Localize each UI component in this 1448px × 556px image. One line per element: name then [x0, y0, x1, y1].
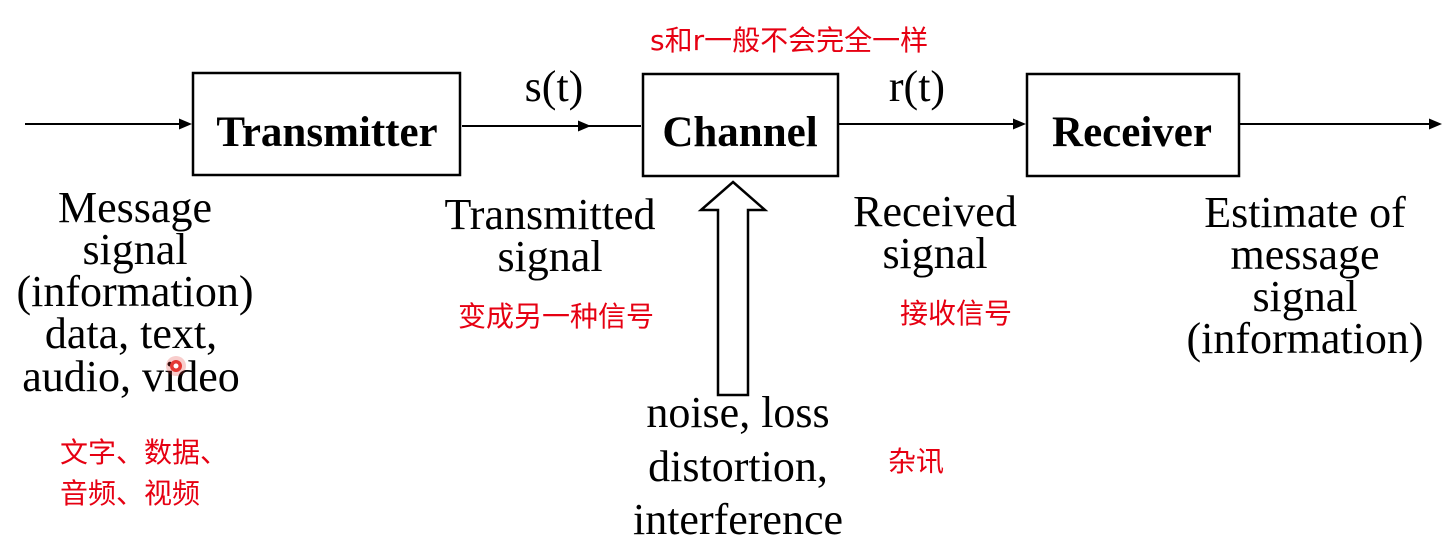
annotation-transmitted: 变成另一种信号 [458, 300, 654, 333]
received-line: signal [882, 229, 987, 278]
signal-r-label: r(t) [889, 62, 945, 111]
input-arrow [25, 118, 192, 130]
annotation-received: 接收信号 [900, 297, 1012, 330]
estimate-line: signal [1252, 272, 1357, 321]
transmitted-signal-arrow [462, 120, 641, 132]
transmitter-block: Transmitter [191, 71, 462, 177]
estimate-line: message [1230, 230, 1379, 279]
estimate-signal-label: Estimate of message signal (information) [1186, 188, 1423, 363]
noise-line: noise, loss [646, 388, 829, 437]
message-line: data, text, [45, 309, 217, 358]
transmitted-line: signal [497, 232, 602, 281]
message-line: Message [58, 183, 212, 232]
noise-input-arrow [697, 180, 769, 397]
output-arrow [1240, 118, 1442, 130]
annotation-top: s和r一般不会完全一样 [650, 24, 928, 57]
annotation-message-line: 文字、数据、 [60, 436, 228, 469]
estimate-line: (information) [1186, 314, 1423, 363]
transmitted-signal-label: Transmitted signal [444, 190, 655, 281]
message-line: audio, video [22, 352, 240, 401]
received-signal-arrow [839, 118, 1026, 130]
noise-label: noise, loss distortion, interference [633, 388, 843, 544]
receiver-label: Receiver [1052, 109, 1212, 156]
noise-line: distortion, [648, 442, 828, 491]
message-line: (information) [16, 267, 253, 316]
transmitter-label: Transmitter [216, 109, 437, 156]
channel-block: Channel [641, 72, 840, 178]
message-signal-label: Message signal (information) data, text,… [16, 183, 253, 401]
message-line: signal [82, 225, 187, 274]
received-signal-label: Received signal [853, 187, 1017, 278]
cursor-indicator [166, 356, 186, 376]
annotation-message: 文字、数据、 音频、视频 [60, 436, 228, 510]
received-line: Received [853, 187, 1017, 236]
channel-label: Channel [662, 109, 817, 156]
annotation-noise: 杂讯 [888, 445, 944, 478]
noise-line: interference [633, 495, 843, 544]
estimate-line: Estimate of [1204, 188, 1406, 237]
annotation-message-line: 音频、视频 [60, 477, 200, 510]
transmitted-line: Transmitted [444, 190, 655, 239]
signal-s-label: s(t) [525, 62, 584, 111]
receiver-block: Receiver [1025, 72, 1241, 178]
